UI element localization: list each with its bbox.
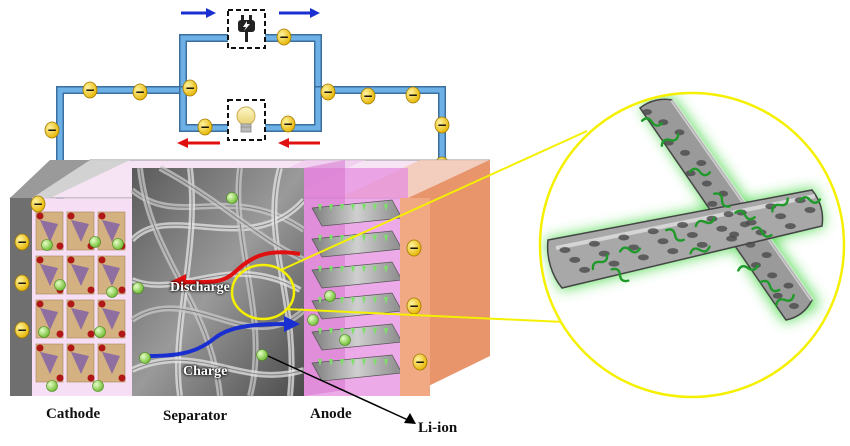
li-ion-icon [92,380,104,392]
charge-arrow [149,316,300,358]
svg-text:−: − [17,235,27,249]
magnifier-ring [230,263,296,321]
electron-icon: − [14,274,30,292]
svg-text:−: − [17,323,27,337]
svg-text:−: − [415,355,425,369]
svg-text:−: − [85,83,95,97]
svg-text:−: − [185,81,195,95]
discharge-label: Discharge [170,280,230,295]
li-ion-icon [112,238,124,250]
svg-text:−: − [323,85,333,99]
li-ion-icon [132,282,144,294]
li-ion-icon [324,290,336,302]
flow-arrow-bottom-left [177,138,220,148]
svg-text:−: − [279,30,289,44]
graphene-ribbons [545,96,825,323]
li-ion-icon [38,326,50,338]
electron-icon: − [276,28,292,46]
cathode-region [32,198,132,396]
li-ion-icon [139,352,151,364]
li-ion-icon [89,236,101,248]
li-ion-pointer [267,355,416,424]
flow-arrow-bottom-right [278,138,320,148]
li-ion-label: Li-ion [418,420,458,436]
callout-lines [280,130,588,324]
electron-icon: − [406,297,422,315]
electron-icon: − [30,195,46,213]
svg-text:−: − [47,123,57,137]
power-source [227,9,266,49]
external-circuit: −−−−−−−−−−−−− [44,8,450,215]
separator-label: Separator [163,408,228,424]
electron-icon: − [360,87,376,105]
electron-icon: − [405,86,421,104]
li-ion-icon [94,326,106,338]
light-bulb-load [227,99,266,141]
cathode-current-collector [10,198,32,396]
li-ion-icon [307,314,319,326]
anode-label: Anode [310,406,352,422]
electron-icon: − [434,116,450,134]
cathode-crystal-structure [35,211,126,383]
electron-icon: − [406,239,422,257]
flow-arrow-top-left [181,8,216,18]
electron-icon: − [197,118,213,136]
li-ion-icon [41,239,53,251]
cell-electrons: − − − − − − − [14,195,428,371]
discharge-arrow [170,250,301,290]
svg-text:−: − [363,89,373,103]
electron-icon: − [412,353,428,371]
electron-icon: − [14,233,30,251]
li-ion-icon [54,279,66,291]
li-ion-icon [339,334,351,346]
li-ion-icon [106,286,118,298]
electron-icon: − [280,115,296,133]
electron-icon: − [44,121,60,139]
electron-flow-arrows [177,8,320,148]
flow-arrow-top-right [279,8,320,18]
svg-text:−: − [409,241,419,255]
battery-cell: − − − − − − − [9,159,491,424]
svg-text:−: − [135,85,145,99]
electron-icon: − [14,321,30,339]
cathode-label: Cathode [46,406,101,422]
electron-icon: − [320,83,336,101]
ribbon-dopants [591,117,822,307]
charge-label: Charge [183,364,228,379]
svg-text:−: − [408,88,418,102]
svg-text:−: − [200,120,210,134]
svg-text:−: − [283,117,293,131]
plug-icon [238,15,255,42]
electron-icon: − [182,79,198,97]
li-ion-icon [46,380,58,392]
svg-text:−: − [437,118,447,132]
svg-text:−: − [33,197,43,211]
li-ions [38,192,351,392]
electron-icon: − [82,81,98,99]
light-bulb-icon [236,106,256,133]
zoom-circle [538,91,846,399]
svg-text:−: − [409,299,419,313]
anode-region [304,160,408,396]
electron-icon: − [132,83,148,101]
svg-text:−: − [17,276,27,290]
li-ion-icon [226,192,238,204]
li-ion-icon [256,349,268,361]
